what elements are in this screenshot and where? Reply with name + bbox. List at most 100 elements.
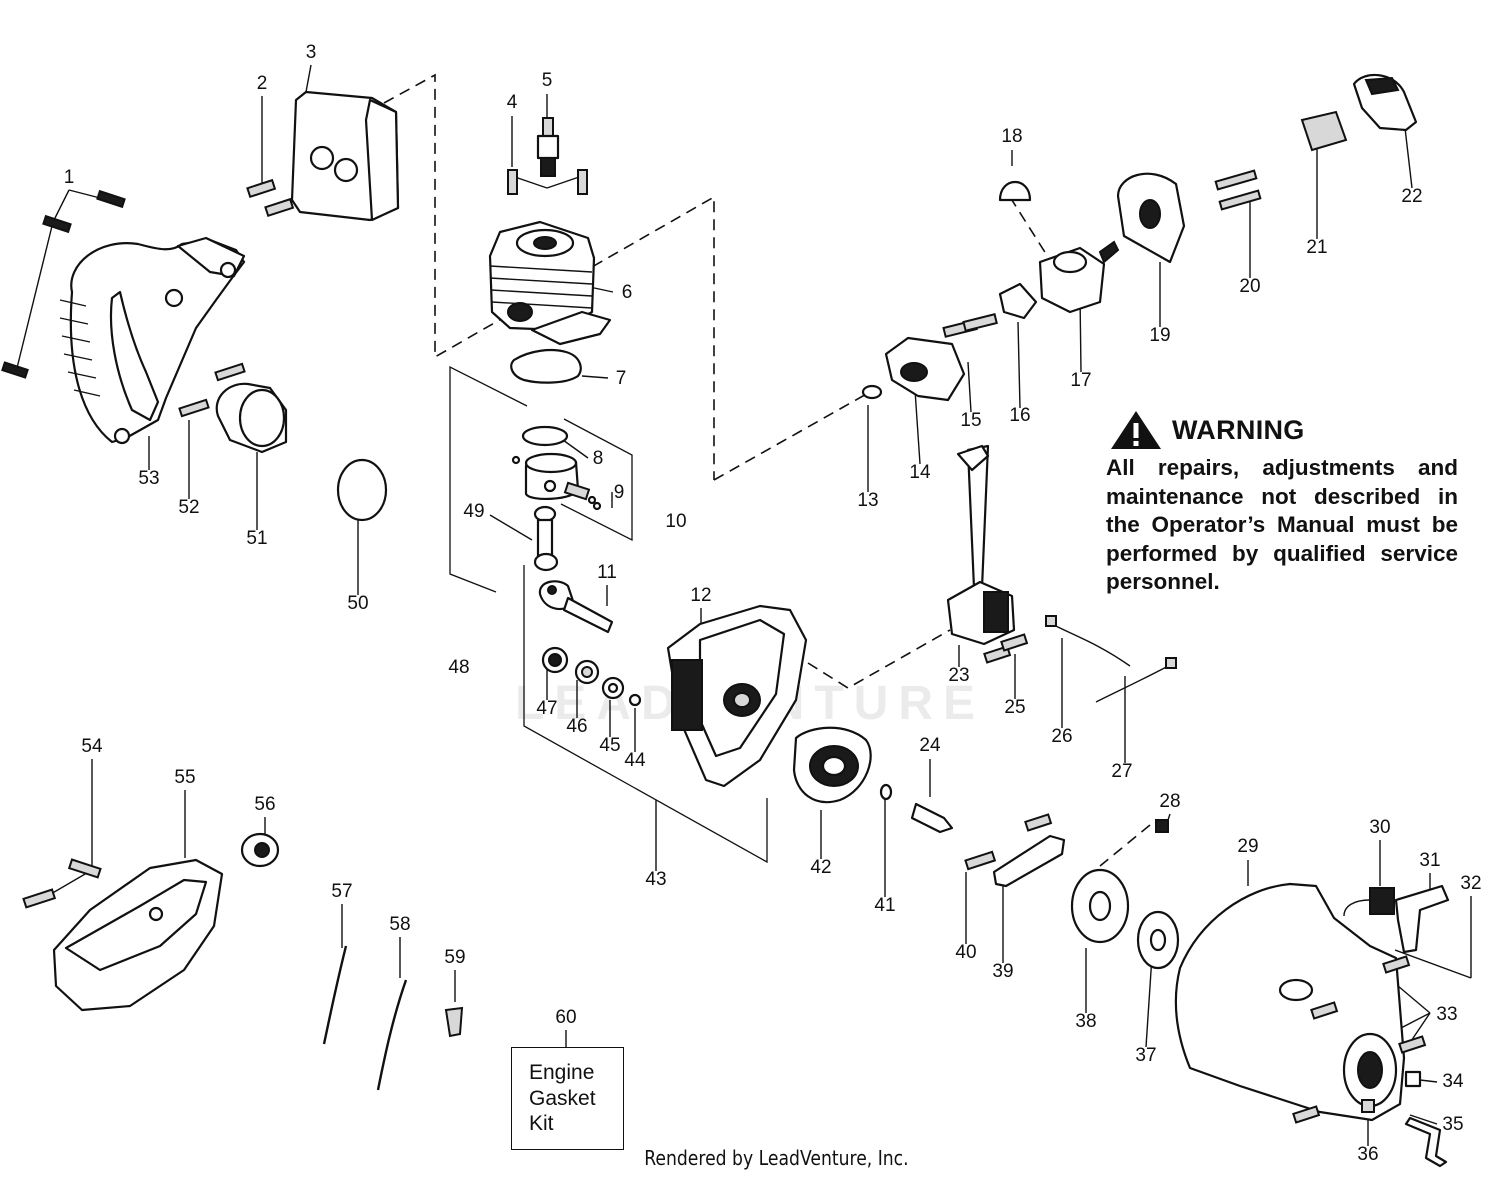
cover-vent-slots <box>59 299 101 397</box>
callout-14: 14 <box>909 462 931 483</box>
cylinder-screws-4 <box>507 169 588 195</box>
starter-grommet-30 <box>1343 887 1395 917</box>
piston-ring-part <box>521 425 569 447</box>
cover-screw-1 <box>1 189 126 379</box>
callout-18: 18 <box>1001 126 1022 147</box>
callout-47: 47 <box>536 698 557 719</box>
primer-bulb-18 <box>998 181 1032 202</box>
gasket-kit-box: Engine Gasket Kit <box>511 1047 624 1150</box>
callout-25: 25 <box>1004 697 1025 718</box>
callout-28: 28 <box>1159 791 1180 812</box>
callout-13: 13 <box>857 490 878 511</box>
carburetor-part <box>1038 240 1120 314</box>
callout-31: 31 <box>1419 850 1440 871</box>
callout-3: 3 <box>306 42 317 63</box>
callout-4: 4 <box>507 92 518 113</box>
engine-cover-part <box>59 236 246 445</box>
flywheel-nut-24 <box>910 802 954 834</box>
callout-8: 8 <box>593 448 604 469</box>
callout-60: 60 <box>555 1007 576 1028</box>
callout-35: 35 <box>1442 1114 1463 1135</box>
callout-49: 49 <box>463 501 484 522</box>
callout-38: 38 <box>1075 1011 1096 1032</box>
warning-panel: WARNING All repairs, adjustments and mai… <box>1106 410 1458 597</box>
bearing-47 <box>541 646 569 674</box>
crankshaft-part <box>538 580 614 634</box>
callout-11: 11 <box>597 562 617 583</box>
ignition-screws-25 <box>983 633 1029 664</box>
screw-28 <box>1155 819 1169 833</box>
kit-line-3: Kit <box>529 1112 554 1135</box>
callout-36: 36 <box>1357 1144 1378 1165</box>
ignition-wire-27 <box>1095 657 1177 703</box>
part-group-brackets <box>449 365 768 864</box>
callout-41: 41 <box>874 895 895 916</box>
callout-50: 50 <box>347 593 368 614</box>
callout-29: 29 <box>1237 836 1258 857</box>
callout-24: 24 <box>919 735 941 756</box>
callout-7: 7 <box>616 368 627 389</box>
bracket-39 <box>992 813 1066 888</box>
fuel-filter-59 <box>444 1006 464 1038</box>
warning-header: WARNING <box>1110 410 1458 450</box>
callout-21: 21 <box>1306 237 1327 258</box>
callout-39: 39 <box>992 961 1013 982</box>
circlip-44 <box>628 693 642 707</box>
filter-screws-20 <box>1214 169 1262 211</box>
render-credit: Rendered by LeadVenture, Inc. <box>644 1146 909 1170</box>
kit-line-1: Engine <box>529 1061 595 1084</box>
callout-33: 33 <box>1436 1004 1457 1025</box>
fuel-line-57 <box>322 945 348 1045</box>
fuel-line-58 <box>376 979 408 1091</box>
starter-housing-part <box>1174 882 1406 1122</box>
callout-54: 54 <box>81 736 103 757</box>
callout-42: 42 <box>810 857 831 878</box>
bearing-46 <box>574 659 600 685</box>
callout-10: 10 <box>665 511 686 532</box>
callout-23: 23 <box>948 665 969 686</box>
callout-43: 43 <box>645 869 666 890</box>
connecting-rod-part <box>533 505 559 572</box>
callout-26: 26 <box>1051 726 1072 747</box>
recoil-spring-37 <box>1136 910 1180 970</box>
nut-34 <box>1404 1070 1422 1088</box>
callout-48: 48 <box>448 657 469 678</box>
seal-45 <box>601 676 625 700</box>
callout-58: 58 <box>389 914 410 935</box>
cylinder-gasket-part <box>510 349 582 384</box>
callout-16: 16 <box>1009 405 1030 426</box>
spark-plug-part <box>536 117 560 177</box>
starter-pulley-38 <box>1070 868 1130 944</box>
intake-adapter-part <box>884 336 966 402</box>
callout-52: 52 <box>178 497 199 518</box>
fuel-tank-guard-55 <box>52 858 224 1012</box>
callout-46: 46 <box>566 716 587 737</box>
callout-55: 55 <box>174 767 195 788</box>
callout-12: 12 <box>690 585 711 606</box>
air-filter-cover-22 <box>1352 73 1418 132</box>
warning-triangle-icon <box>1111 411 1161 449</box>
warning-text: All repairs, adjustments and maintenance… <box>1106 455 1458 594</box>
callout-51: 51 <box>246 528 267 549</box>
screw-36 <box>1361 1099 1375 1113</box>
callout-1: 1 <box>64 167 75 188</box>
callout-34: 34 <box>1442 1071 1464 1092</box>
shield-screws-2 <box>246 178 295 218</box>
leader-lines <box>16 64 1472 1146</box>
starter-screws-33 <box>1292 955 1427 1124</box>
callout-2: 2 <box>257 73 268 94</box>
washer-41 <box>879 783 893 801</box>
cylinder-part <box>488 220 612 346</box>
nut-56 <box>240 832 280 868</box>
crankcase-part <box>666 604 808 788</box>
guard-screws-54 <box>22 858 102 909</box>
callout-53: 53 <box>138 468 159 489</box>
muffler-shield-part <box>290 90 400 222</box>
callout-57: 57 <box>331 881 352 902</box>
flywheel-part <box>792 726 872 804</box>
callout-56: 56 <box>254 794 275 815</box>
intake-gasket-13 <box>861 384 883 400</box>
